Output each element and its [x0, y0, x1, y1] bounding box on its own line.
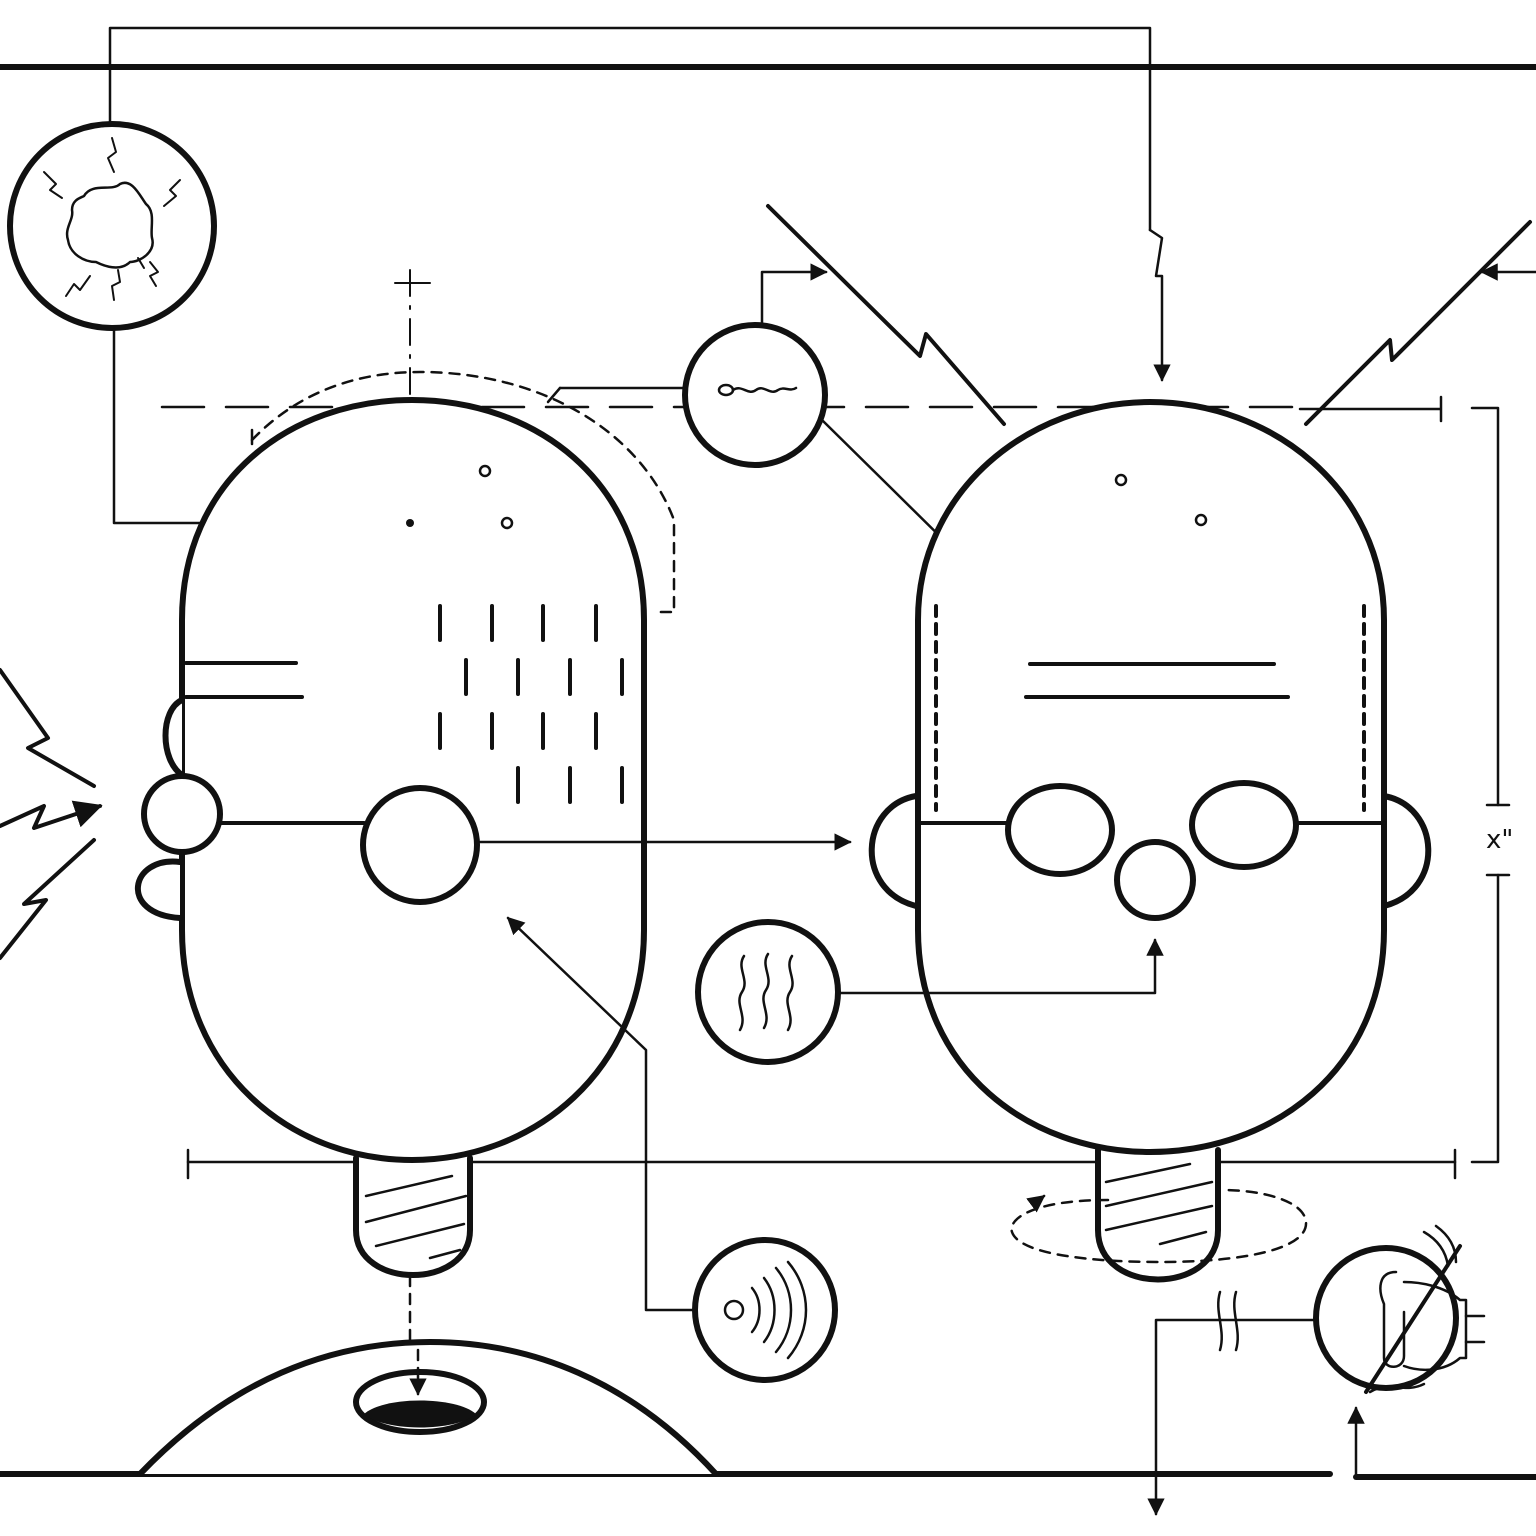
burst-circle	[7, 121, 390, 532]
right-neck-hatching	[1104, 1162, 1214, 1246]
burst-icon	[65, 181, 154, 269]
sound-waves-circle	[506, 916, 838, 1383]
right-head	[868, 399, 1432, 1283]
top-connector	[108, 26, 1171, 382]
neck-hatching	[364, 1174, 468, 1260]
sperm-icon	[717, 383, 798, 397]
no-hearing-aid-circle	[1147, 1224, 1486, 1516]
dimension-bracket: x"	[1470, 406, 1513, 1164]
no-hearing-aid-icon	[1364, 1224, 1486, 1394]
middle-lightning	[766, 204, 1006, 426]
right-lightning	[1304, 220, 1536, 426]
heat-waves-icon	[738, 952, 794, 1032]
heat-waves-circle	[695, 919, 1164, 1065]
bottom-dome	[137, 1339, 719, 1477]
dimension-label: x"	[1486, 825, 1513, 855]
hair-dashes	[438, 604, 624, 804]
sound-waves-icon	[723, 1260, 808, 1360]
left-head	[135, 370, 852, 1278]
left-lightning	[0, 668, 103, 960]
